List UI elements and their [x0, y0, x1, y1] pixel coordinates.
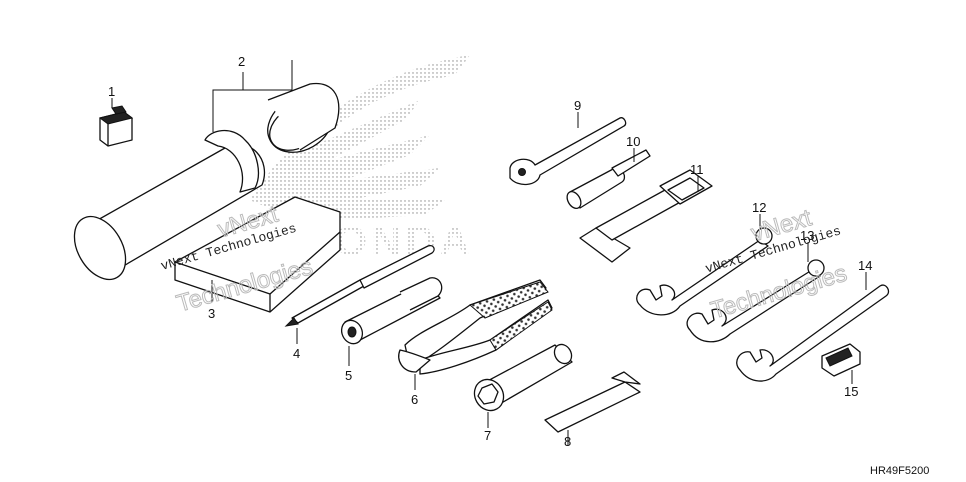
part-5-socket-handle [340, 277, 443, 345]
callout-5: 5 [345, 368, 352, 383]
part-8-hex-key [544, 371, 641, 433]
part-2-tool-case [73, 82, 340, 281]
part-15-clip [821, 343, 861, 377]
part-13-open-wrench [686, 259, 825, 343]
callout-7: 7 [484, 428, 491, 443]
part-10-plug-socket [566, 149, 651, 210]
watermark-right: vNext vNext Technologies Technologies [704, 204, 851, 325]
callout-12: 12 [752, 200, 766, 215]
part-12-open-wrench [636, 227, 773, 316]
part-4-screwdriver [284, 244, 435, 327]
part-1-fuse [98, 105, 134, 147]
leader-2 [212, 60, 293, 132]
callout-8: 8 [564, 434, 571, 449]
callout-9: 9 [574, 98, 581, 113]
callout-14: 14 [858, 258, 872, 273]
callout-10: 10 [626, 134, 640, 149]
callout-15: 15 [844, 384, 858, 399]
callout-6: 6 [411, 392, 418, 407]
part-7-plug-wrench [473, 343, 573, 412]
callout-13: 13 [800, 228, 814, 243]
callout-4: 4 [293, 346, 300, 361]
part-6-pliers [398, 279, 553, 375]
part-9-pin-spanner [509, 117, 627, 186]
part-3-manual [174, 196, 341, 313]
callout-2: 2 [238, 54, 245, 69]
callout-11: 11 [690, 162, 704, 177]
callout-1: 1 [108, 84, 115, 99]
part-14-rod-wrench [736, 284, 890, 382]
diagram-code: HR49F5200 [870, 465, 929, 477]
part-11-box-wrench [579, 169, 713, 263]
callout-3: 3 [208, 306, 215, 321]
